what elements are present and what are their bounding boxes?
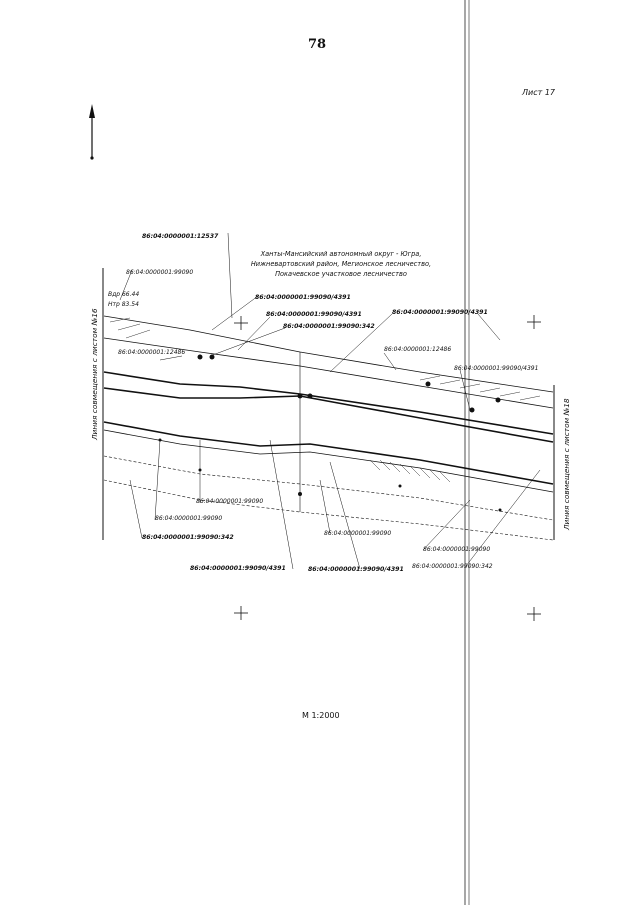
parcel-label: 86:04:0000001:99090/4391 [190,565,286,572]
parcel-label: 86:04:0000001:99090/4391 [454,365,538,372]
parcel-label: 86:04:0000001:99090:342 [283,323,375,330]
pipeline-corridor [103,315,554,541]
parcel-label: 86:04:0000001:99090:342 [412,563,493,570]
parcel-label: 86:04:0000001:99090 [155,515,222,522]
registration-cross-icon [234,315,541,621]
match-line-left-label: Линия совмещения с листом №16 [90,308,99,441]
north-arrow-icon [89,104,95,160]
scale-label: М 1:2000 [302,711,340,720]
parcel-label: 86:04:0000001:99090/4391 [308,566,404,573]
parcel-label: 86:04:0000001:12486 [384,346,451,353]
parcel-label: 86:04:0000001:12486 [118,349,185,356]
elevation-bottom: Вдр 66.44 [108,291,139,298]
page-number: 78 [308,37,327,52]
area-title-line-2: Нижневартовский район, Мегионское леснич… [251,260,431,268]
hatched-area [109,317,541,483]
area-title-line-1: Ханты-Мансийский автономный округ - Югра… [260,250,422,258]
parcel-label: 86:04:0000001:99090 [196,498,263,505]
elevation-top: Нтр 83.54 [108,301,139,308]
parcel-label: 86:04:0000001:99090/4391 [392,309,488,316]
parcel-label: 86:04:0000001:99090 [423,546,490,553]
parcel-label: 86:04:0000001:12537 [142,233,219,240]
parcel-label: 86:04:0000001:99090:342 [142,534,234,541]
leader-lines [119,232,541,570]
parcel-label: 86:04:0000001:99090/4391 [255,294,351,301]
parcel-label: 86:04:0000001:99090/4391 [266,311,362,318]
area-title-line-3: Покачевское участковое лесничество [275,270,407,278]
parcel-label: 86:04:0000001:99090 [324,530,391,537]
parcel-label: 86:04:0000001:99090 [126,269,193,276]
pipeline-marker-icon [158,354,502,512]
sheet-label: Лист 17 [522,88,555,97]
match-line-right-label: Линия совмещения с листом №18 [562,398,571,531]
